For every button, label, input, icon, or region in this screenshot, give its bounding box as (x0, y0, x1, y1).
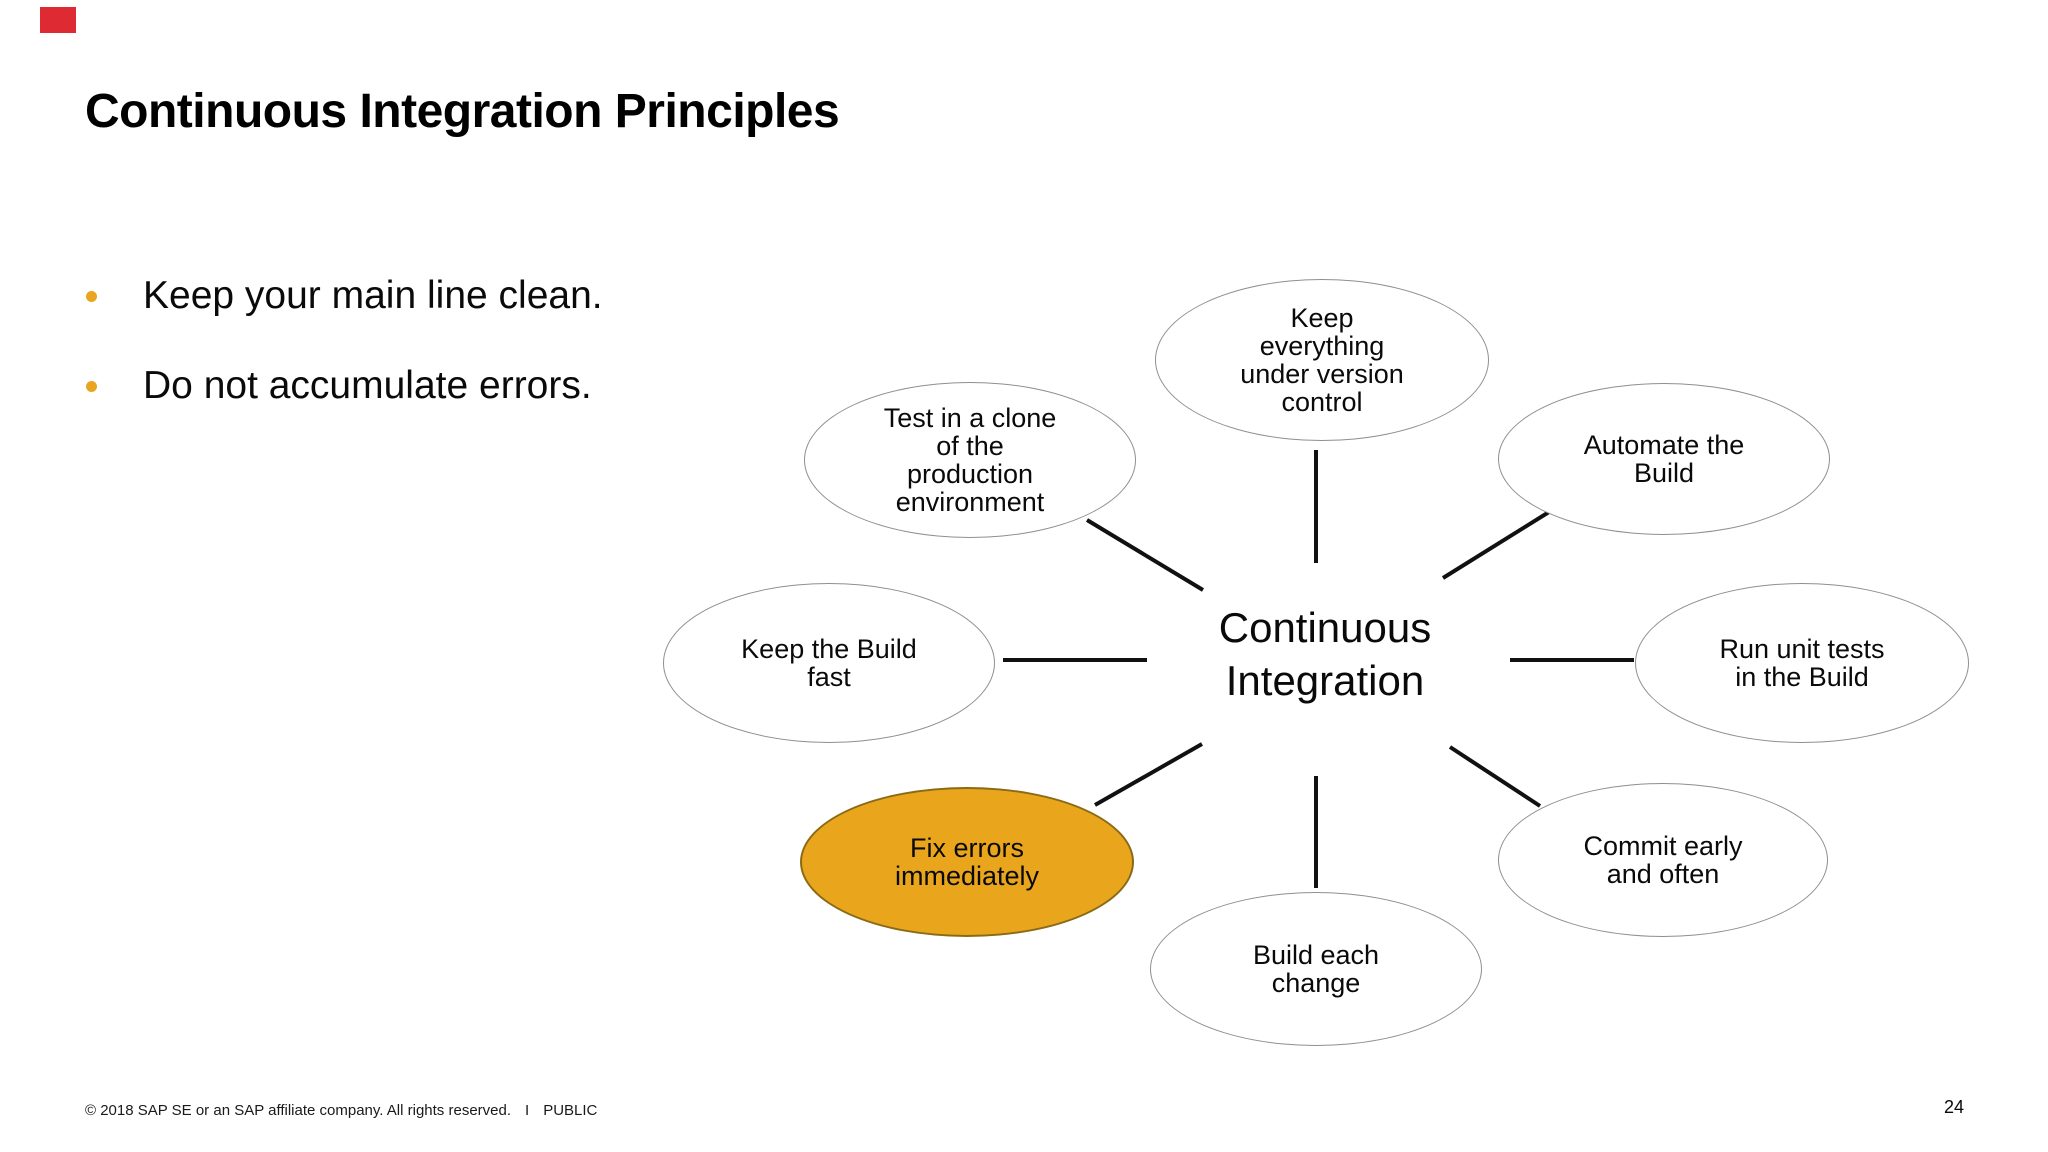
bullet-dot-icon (86, 381, 97, 392)
node-automate-build: Automate the Build (1498, 383, 1830, 535)
node-run-unit-tests: Run unit tests in the Build (1635, 583, 1969, 743)
node-label: Keep the Build fast (741, 634, 917, 692)
bullet-dot-icon (86, 291, 97, 302)
node-build-each-change: Build each change (1150, 892, 1482, 1046)
connector-fix-errors (1094, 742, 1203, 807)
connector-automate-build (1441, 510, 1551, 580)
node-commit-early: Commit early and often (1498, 783, 1828, 937)
node-label: Automate the Build (1583, 430, 1745, 488)
node-keep-build-fast: Keep the Build fast (663, 583, 995, 743)
slide-title: Continuous Integration Principles (85, 85, 840, 138)
footer: © 2018 SAP SE or an SAP affiliate compan… (85, 1102, 597, 1119)
connector-commit-early (1448, 745, 1542, 808)
footer-classification: PUBLIC (543, 1102, 598, 1119)
page-number: 24 (1943, 1097, 1964, 1117)
node-label: Build each change (1252, 940, 1380, 998)
diagram-center-label: Continuous Integration (1218, 604, 1432, 704)
node-label: Commit early and often (1583, 831, 1743, 889)
node-version-control: Keep everything under version control (1155, 279, 1489, 441)
connector-test-clone (1085, 518, 1205, 592)
node-label: Run unit tests in the Build (1719, 634, 1885, 692)
footer-separator: I (525, 1102, 530, 1119)
bullet-item: Keep your main line clean. (86, 272, 603, 320)
bullet-item: Do not accumulate errors. (86, 362, 592, 410)
bullet-text: Do not accumulate errors. (143, 364, 592, 407)
node-label: Fix errors immediately (894, 833, 1040, 891)
node-label: Keep everything under version control (1240, 303, 1404, 417)
node-fix-errors: Fix errors immediately (800, 787, 1134, 937)
footer-copyright: © 2018 SAP SE or an SAP affiliate compan… (85, 1102, 512, 1119)
node-test-clone: Test in a clone of the production enviro… (804, 382, 1136, 538)
bullet-text: Keep your main line clean. (143, 274, 603, 317)
node-label: Test in a clone of the production enviro… (883, 403, 1057, 517)
red-corner-marker (40, 7, 76, 33)
